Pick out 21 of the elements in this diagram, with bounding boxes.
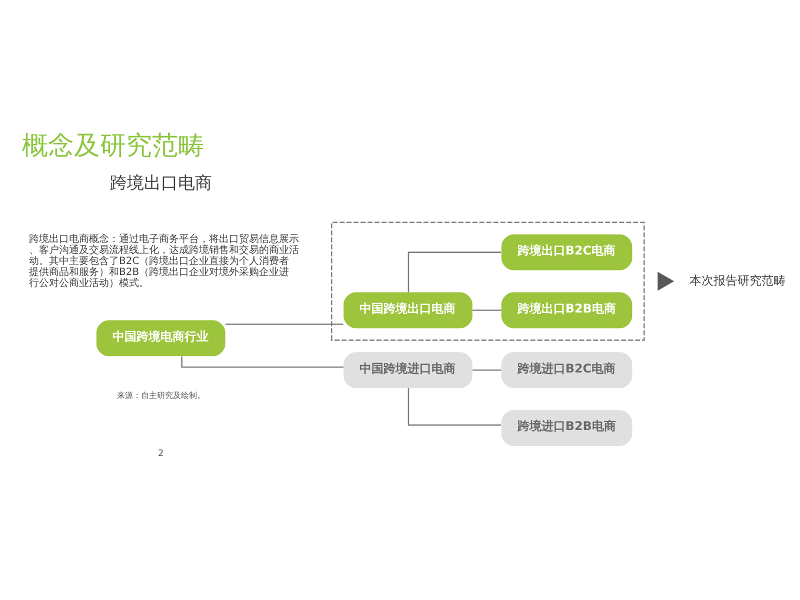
node-box: 跨境进口B2B电商 [501, 410, 632, 446]
node-box: 跨境出口B2C电商 [501, 234, 632, 270]
node-box: 中国跨境电商行业 [96, 320, 226, 356]
cluster [330, 221, 645, 340]
connector [472, 369, 502, 370]
connector [408, 251, 502, 292]
node-box: 跨境出口B2B电商 [501, 292, 632, 328]
node-triangle [658, 271, 674, 290]
label: 来源：自主研究及绘制。 [116, 390, 205, 400]
connector [408, 388, 502, 426]
label: 跨境出口电商概念：通过电子商务平台，将出口贸易信息展示、客户沟通及交易流程线上化，达成跨境销售和交易的商业活动。其中主要包含了B2C（跨境出口企业直接为个人消费者提供商品和服务）和B2B（跨境出口企业对境外采购企业进行公对公商业活动）模式。 [29, 233, 300, 288]
node-box: 中国跨境出口电商 [344, 292, 472, 328]
connector [181, 356, 344, 368]
label: 2 [158, 448, 164, 459]
label: 跨境出口电商 [110, 173, 212, 194]
node-box: 中国跨境进口电商 [344, 352, 472, 388]
node-label: 本次报告研究范畴 [690, 272, 786, 287]
diagram-title: 概念及研究范畴 [22, 130, 204, 160]
node-box: 跨境进口B2C电商 [501, 352, 632, 388]
connector [472, 309, 502, 310]
connector [225, 323, 344, 324]
